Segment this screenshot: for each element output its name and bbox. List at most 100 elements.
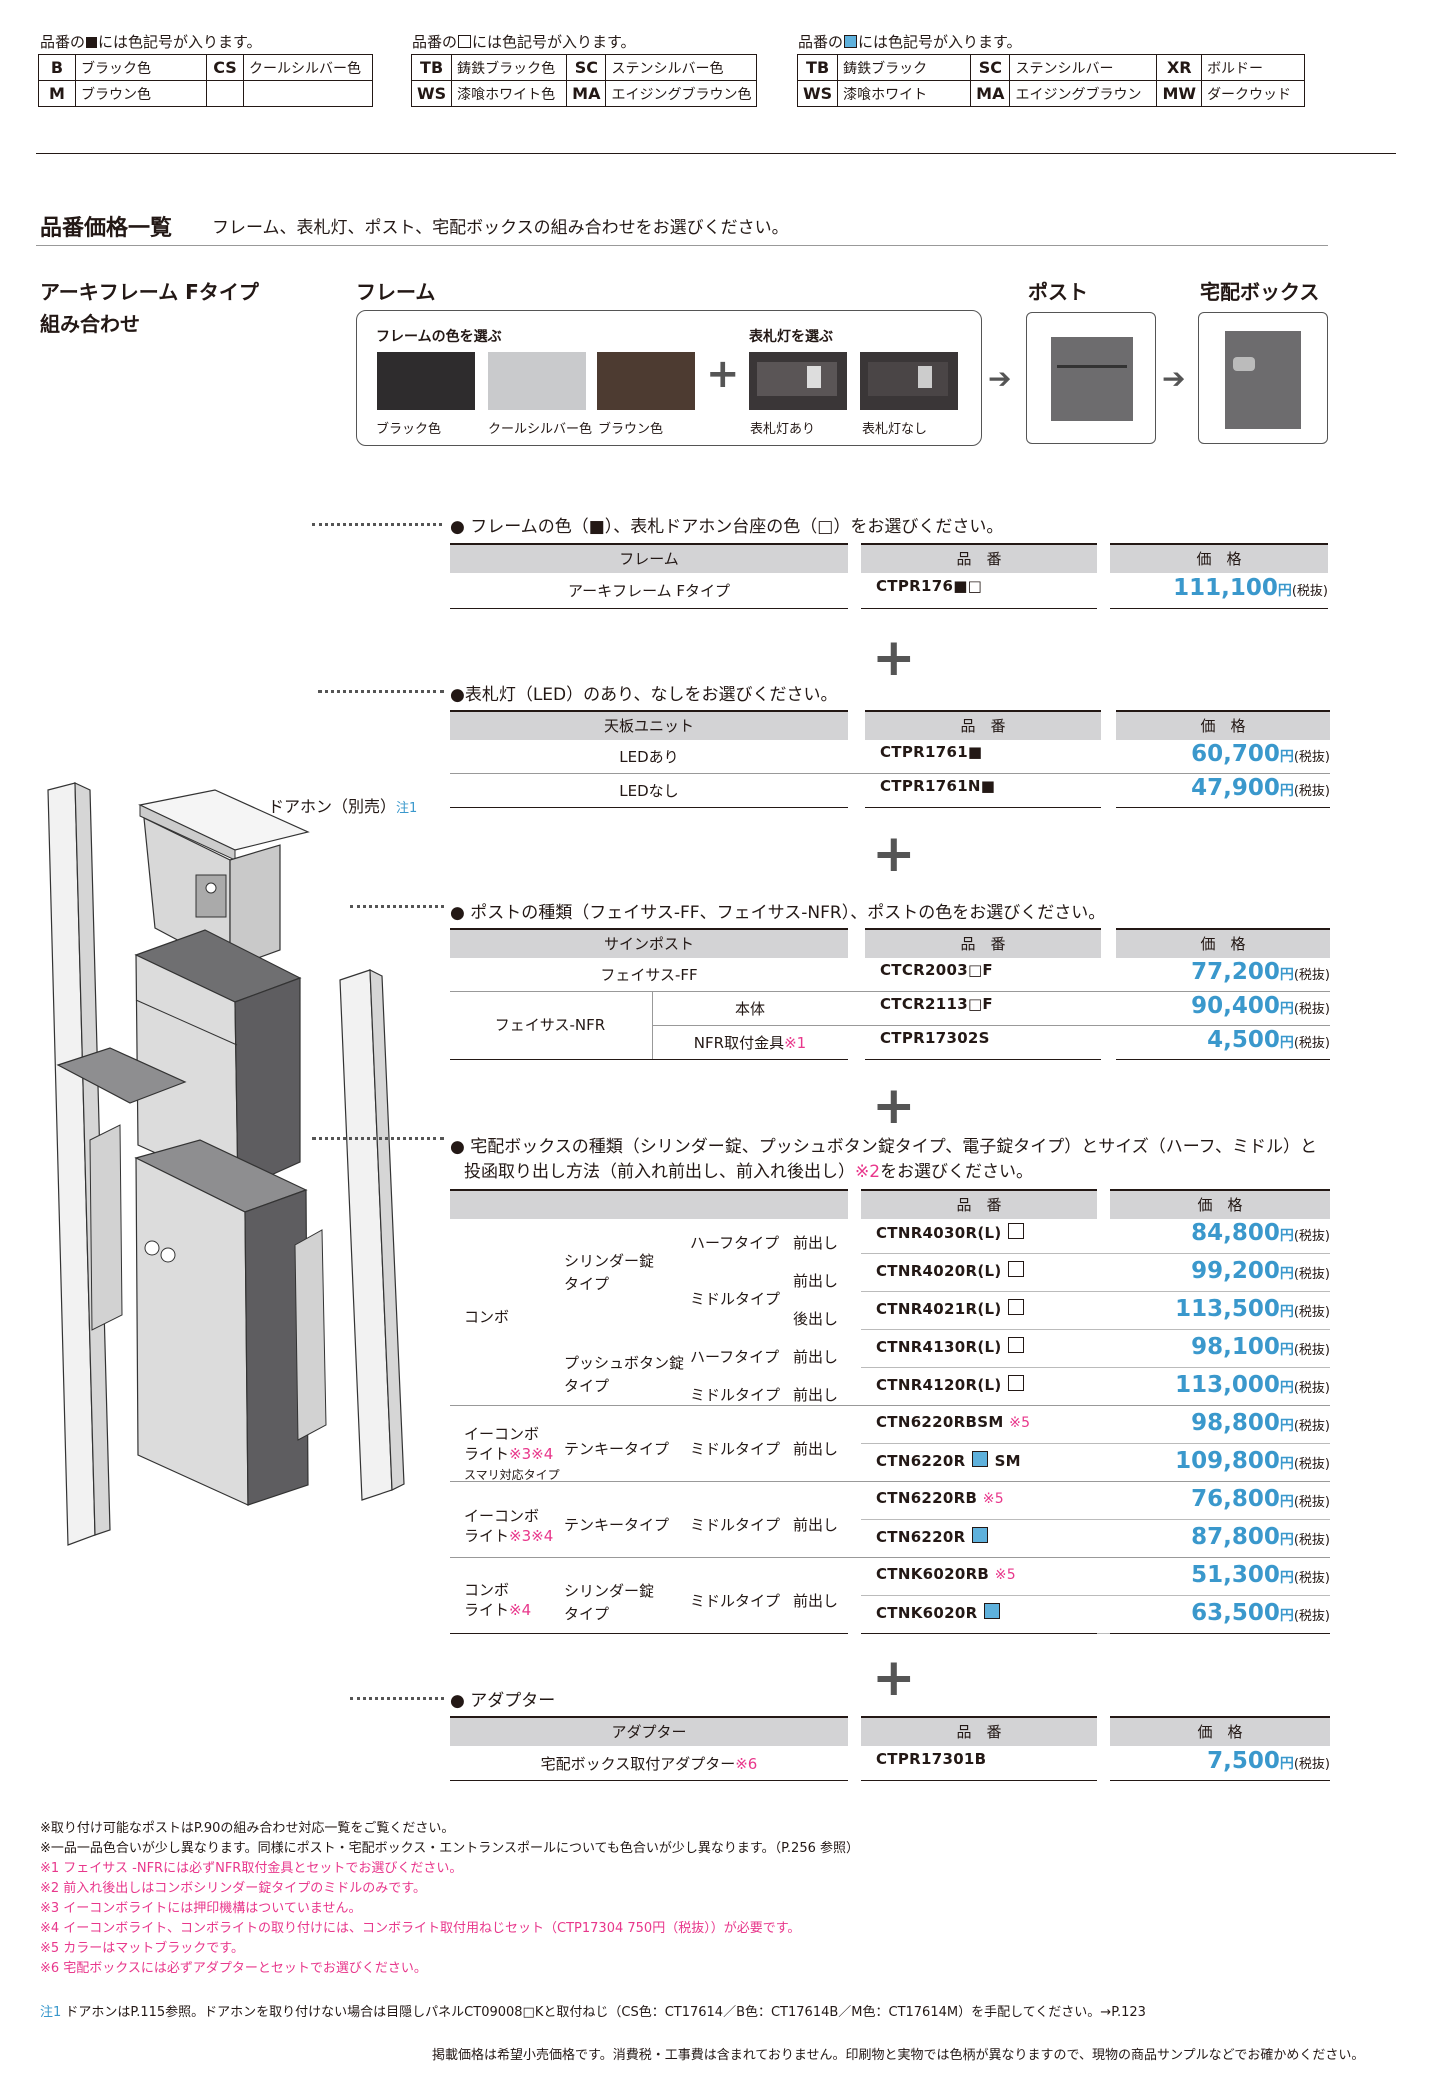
dir-label: 前出し [793, 1440, 839, 1458]
leader-line [312, 523, 442, 526]
size-label: ハーフタイプ [690, 1348, 780, 1366]
dir-label: 前出し [793, 1516, 839, 1534]
blue-swatch-icon [972, 1527, 989, 1543]
light-on-image[interactable] [749, 352, 847, 410]
doorphone-label: ドアホン（別売）注1 [268, 797, 418, 816]
frame-code: CTPR176■□ [876, 577, 983, 595]
post-ff-row: フェイサス-FF [600, 966, 698, 984]
box-instruction-2: 投函取り出し方法（前入れ前出し、前入れ後出し）※2をお選びください。 [464, 1162, 1034, 1182]
row-divider [861, 1253, 1330, 1254]
code-col-header: 品 番 [865, 710, 1101, 740]
box-product-code: CTNR4020R(L) [876, 1261, 1025, 1280]
code-col-header: 品 番 [861, 543, 1097, 573]
dir-label: 後出し [793, 1310, 839, 1328]
divider [36, 153, 1396, 154]
box-product-code: CTNR4030R(L) [876, 1223, 1025, 1242]
white-swatch-icon [458, 35, 472, 48]
light-col-header: 天板ユニット [450, 710, 848, 740]
row-divider [861, 1367, 1330, 1368]
row-divider [861, 1595, 1330, 1596]
frame-illustration [47, 782, 405, 1546]
arrow-icon: ➔ [988, 362, 1012, 395]
lock-tenkey: テンキータイプ [564, 1516, 670, 1534]
color-swatch-brown[interactable] [597, 352, 695, 410]
size-label: ミドルタイプ [690, 1592, 781, 1610]
box-product-code: CTNR4130R(L) [876, 1337, 1025, 1356]
light-off-row: LEDなし [619, 782, 679, 800]
post-ff-price: 77,200円(税抜) [1191, 959, 1330, 985]
color-swatch-silver[interactable] [488, 352, 586, 410]
code-col-header: 品 番 [865, 928, 1101, 958]
adapter-instruction: ● アダプター [450, 1691, 556, 1711]
row-divider [1110, 608, 1328, 609]
black-swatch-icon [86, 37, 98, 48]
dir-label: 前出し [793, 1234, 839, 1252]
section-divider [36, 245, 1328, 246]
price-col-header: 価 格 [1110, 1189, 1330, 1219]
color-name-brown: ブラウン色 [598, 422, 664, 437]
group-divider [450, 1405, 1330, 1406]
note-item: ※4 イーコンボライト、コンボライトの取り付けには、コンボライト取付用ねじセット… [40, 1921, 801, 1936]
blue-swatch-icon [972, 1451, 989, 1467]
post-label: ポスト [1028, 280, 1088, 304]
row-divider [450, 773, 1330, 774]
row-divider [1110, 1633, 1330, 1634]
price-col-header: 価 格 [1116, 928, 1330, 958]
frame-col-header: フレーム [450, 543, 848, 573]
post-col-header: サインポスト [450, 928, 848, 958]
legend-3-title: 品番のには色記号が入ります。 [798, 33, 1022, 51]
frame-price: 111,100円(税抜) [1173, 575, 1328, 601]
row-divider [450, 608, 848, 609]
row-divider [450, 807, 848, 808]
legend-2-title: 品番のには色記号が入ります。 [412, 33, 636, 51]
box-product-code: CTN6220RB ※5 [876, 1489, 1005, 1507]
section-desc: フレーム、表札灯、ポスト、宅配ボックスの組み合わせをお選びください。 [212, 218, 789, 238]
box-label: 宅配ボックス [1200, 280, 1320, 304]
plus-icon: + [872, 824, 916, 884]
light-off-image[interactable] [860, 352, 958, 410]
frame-name: アーキフレーム Fタイプ [567, 582, 731, 600]
post-bracket-price: 4,500円(税抜) [1207, 1027, 1330, 1053]
blue-swatch-icon [844, 35, 858, 48]
dir-label: 前出し [793, 1386, 839, 1404]
row-divider [450, 1633, 848, 1634]
box-product-code: CTNR4120R(L) [876, 1375, 1025, 1394]
box-product-code: CTN6220R [876, 1527, 989, 1546]
post-image-box [1026, 312, 1156, 444]
row-divider [861, 1519, 1330, 1520]
row-divider [861, 1291, 1330, 1292]
lock-cylinder: シリンダー錠タイプ [564, 1252, 655, 1293]
post-nfr-bracket: NFR取付金具※1 [693, 1034, 807, 1052]
lock-tenkey: テンキータイプ [564, 1440, 670, 1458]
post-instruction: ● ポストの種類（フェイサス-FF、フェイサス-NFR）、ポストの色をお選びくだ… [450, 903, 1106, 923]
adapter-code: CTPR17301B [876, 1750, 987, 1768]
row-divider [865, 1059, 1101, 1060]
light-on-label: 表札灯あり [750, 422, 816, 437]
group-ecombo: イーコンボライト※3※4 [464, 1507, 554, 1545]
color-name-silver: クールシルバー色 [488, 422, 593, 437]
row-divider [1110, 1780, 1330, 1781]
code-col-header: 品 番 [861, 1716, 1097, 1746]
note-item: ※取り付け可能なポストはP.90の組み合わせ対応一覧をご覧ください。 [40, 1821, 455, 1836]
post-nfr-name: フェイサス-NFR [494, 1016, 606, 1034]
box-product-code: CTNR4021R(L) [876, 1299, 1025, 1318]
box-product-code: CTNK6020R [876, 1603, 1001, 1622]
light-on-code: CTPR1761■ [880, 743, 983, 761]
box-product-code: CTN6220RBSM ※5 [876, 1413, 1031, 1431]
combo-title-1: アーキフレーム Fタイプ [40, 280, 259, 304]
color-swatch-black[interactable] [377, 352, 475, 410]
note-item: ※1 フェイサス -NFRには必ずNFR取付金具とセットでお選びください。 [40, 1861, 463, 1876]
post-bracket-code: CTPR17302S [880, 1029, 990, 1047]
combo-title-2: 組み合わせ [40, 312, 140, 336]
row-divider [865, 807, 1101, 808]
light-on-price: 60,700円(税抜) [1191, 741, 1330, 767]
light-off-label: 表札灯なし [862, 422, 928, 437]
box-product-price: 87,800円(税抜) [1191, 1524, 1330, 1550]
disclaimer: 掲載価格は希望小売価格です。消費税・工事費は含まれておりません。印刷物と実物では… [432, 2048, 1365, 2063]
note-item: ※3 イーコンボライトには押印機構はついていません。 [40, 1901, 362, 1916]
plus-icon: + [706, 351, 740, 397]
light-on-row: LEDあり [619, 748, 679, 766]
white-swatch-icon [1008, 1299, 1025, 1315]
